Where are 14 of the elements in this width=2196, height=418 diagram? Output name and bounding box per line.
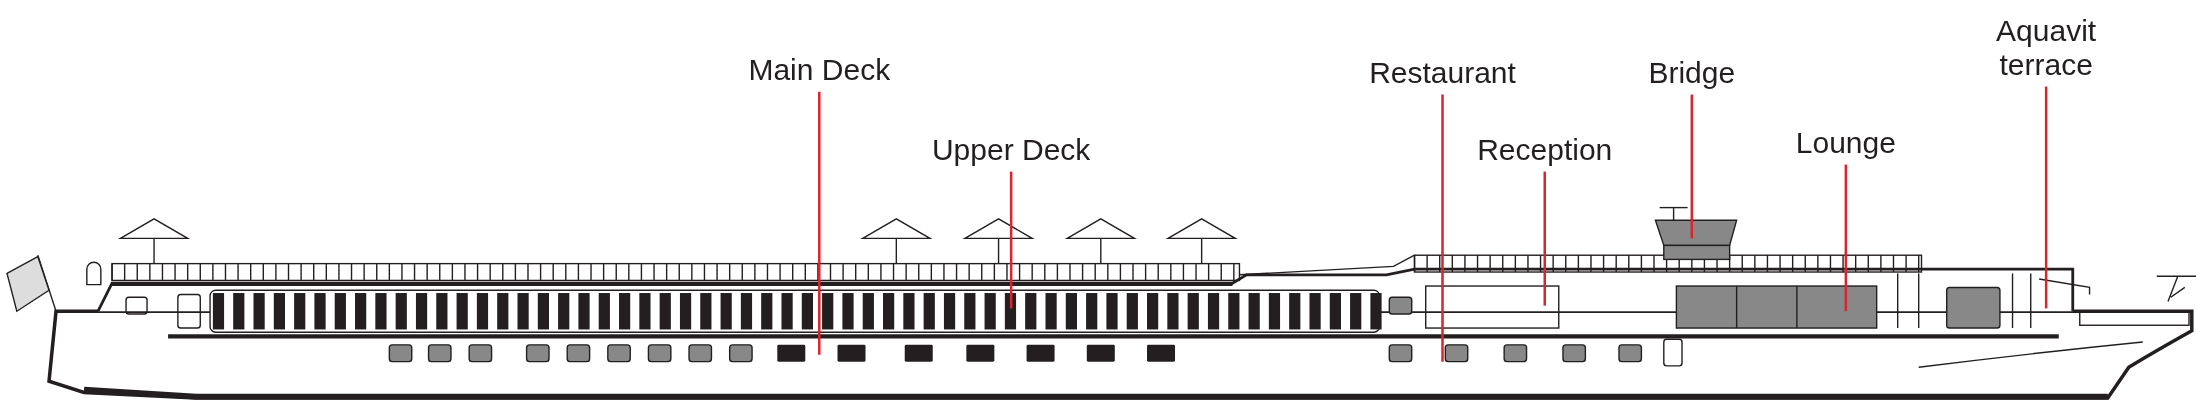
leader-line — [2044, 86, 2048, 309]
part-label: Aquavit terrace — [1995, 14, 2098, 82]
leader-line — [1441, 94, 1444, 362]
leader-line — [818, 91, 821, 355]
part-label: Upper Deck — [931, 133, 1091, 168]
part-label: Reception — [1477, 133, 1613, 168]
leader-line — [1009, 171, 1013, 309]
leader-line — [1690, 94, 1694, 239]
leader-line — [1543, 171, 1546, 306]
part-label: Lounge — [1795, 126, 1896, 161]
part-label: Bridge — [1648, 56, 1736, 90]
leader-line — [1844, 164, 1848, 312]
part-label: Main Deck — [748, 53, 891, 88]
part-label: Restaurant — [1369, 56, 1516, 90]
